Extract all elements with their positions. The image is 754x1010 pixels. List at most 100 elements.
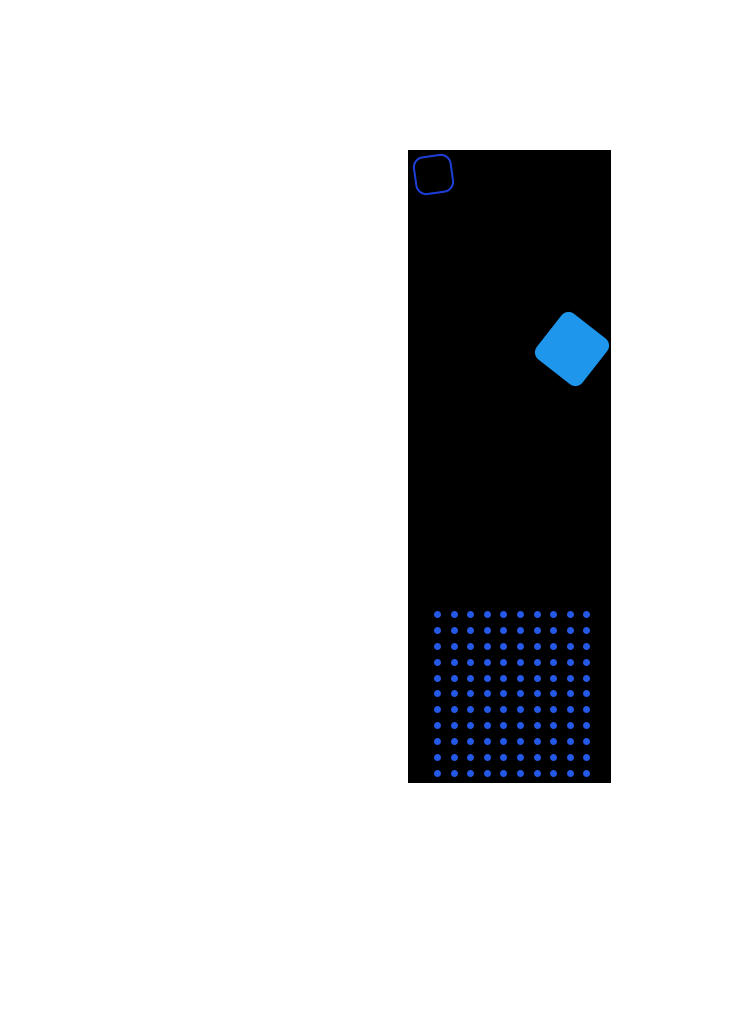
grid-dot <box>550 706 558 714</box>
grid-dot <box>434 738 441 746</box>
grid-dot <box>483 754 491 762</box>
grid-dot <box>550 674 558 682</box>
grid-dot <box>434 642 441 650</box>
grid-dot <box>533 738 541 746</box>
grid-dot <box>583 626 591 634</box>
grid-dot <box>467 674 475 682</box>
dot-grid <box>434 611 591 777</box>
grid-dot <box>566 769 574 777</box>
grid-dot <box>583 658 591 666</box>
grid-dot <box>583 642 591 650</box>
grid-dot <box>450 690 458 698</box>
grid-dot <box>533 626 541 634</box>
grid-dot <box>500 658 508 666</box>
grid-dot <box>450 611 458 618</box>
grid-dot <box>483 769 491 777</box>
grid-dot <box>533 769 541 777</box>
grid-dot <box>467 738 475 746</box>
grid-dot <box>434 626 441 634</box>
grid-dot <box>516 769 524 777</box>
decorative-panel <box>408 150 611 783</box>
grid-dot <box>566 611 574 618</box>
grid-dot <box>483 658 491 666</box>
grid-dot <box>500 674 508 682</box>
grid-dot <box>516 658 524 666</box>
grid-dot <box>533 754 541 762</box>
grid-dot <box>500 722 508 730</box>
grid-dot <box>450 706 458 714</box>
grid-dot <box>550 690 558 698</box>
grid-dot <box>583 738 591 746</box>
grid-dot <box>450 642 458 650</box>
grid-dot <box>434 674 441 682</box>
grid-dot <box>434 690 441 698</box>
grid-dot <box>450 626 458 634</box>
grid-dot <box>500 626 508 634</box>
grid-dot <box>500 642 508 650</box>
grid-dot <box>583 674 591 682</box>
grid-dot <box>450 658 458 666</box>
grid-dot <box>434 611 441 618</box>
grid-dot <box>566 674 574 682</box>
grid-dot <box>483 642 491 650</box>
grid-dot <box>550 722 558 730</box>
grid-dot <box>566 642 574 650</box>
grid-dot <box>516 690 524 698</box>
grid-dot <box>450 754 458 762</box>
grid-dot <box>434 658 441 666</box>
grid-dot <box>516 706 524 714</box>
grid-dot <box>550 738 558 746</box>
grid-dot <box>583 611 591 618</box>
grid-dot <box>500 690 508 698</box>
grid-dot <box>516 642 524 650</box>
filled-square-shape <box>531 308 611 390</box>
grid-dot <box>550 754 558 762</box>
grid-dot <box>500 754 508 762</box>
grid-dot <box>533 690 541 698</box>
grid-dot <box>450 769 458 777</box>
grid-dot <box>467 611 475 618</box>
grid-dot <box>450 674 458 682</box>
grid-dot <box>450 722 458 730</box>
grid-dot <box>583 754 591 762</box>
grid-dot <box>583 769 591 777</box>
grid-dot <box>550 611 558 618</box>
grid-dot <box>483 706 491 714</box>
grid-dot <box>550 626 558 634</box>
grid-dot <box>533 642 541 650</box>
grid-dot <box>467 769 475 777</box>
grid-dot <box>516 674 524 682</box>
grid-dot <box>500 706 508 714</box>
grid-dot <box>566 706 574 714</box>
grid-dot <box>483 690 491 698</box>
grid-dot <box>467 690 475 698</box>
grid-dot <box>500 738 508 746</box>
grid-dot <box>550 769 558 777</box>
grid-dot <box>450 738 458 746</box>
grid-dot <box>516 754 524 762</box>
grid-dot <box>434 706 441 714</box>
grid-dot <box>533 611 541 618</box>
grid-dot <box>434 722 441 730</box>
grid-dot <box>500 611 508 618</box>
grid-dot <box>483 611 491 618</box>
grid-dot <box>483 674 491 682</box>
grid-dot <box>566 626 574 634</box>
grid-dot <box>516 626 524 634</box>
grid-dot <box>434 754 441 762</box>
grid-dot <box>583 722 591 730</box>
grid-dot <box>467 706 475 714</box>
grid-dot <box>516 722 524 730</box>
grid-dot <box>483 738 491 746</box>
grid-dot <box>583 706 591 714</box>
grid-dot <box>550 658 558 666</box>
grid-dot <box>516 611 524 618</box>
grid-dot <box>467 658 475 666</box>
grid-dot <box>533 658 541 666</box>
grid-dot <box>566 738 574 746</box>
grid-dot <box>533 674 541 682</box>
grid-dot <box>533 722 541 730</box>
grid-dot <box>500 769 508 777</box>
outlined-square-shape <box>411 152 456 197</box>
